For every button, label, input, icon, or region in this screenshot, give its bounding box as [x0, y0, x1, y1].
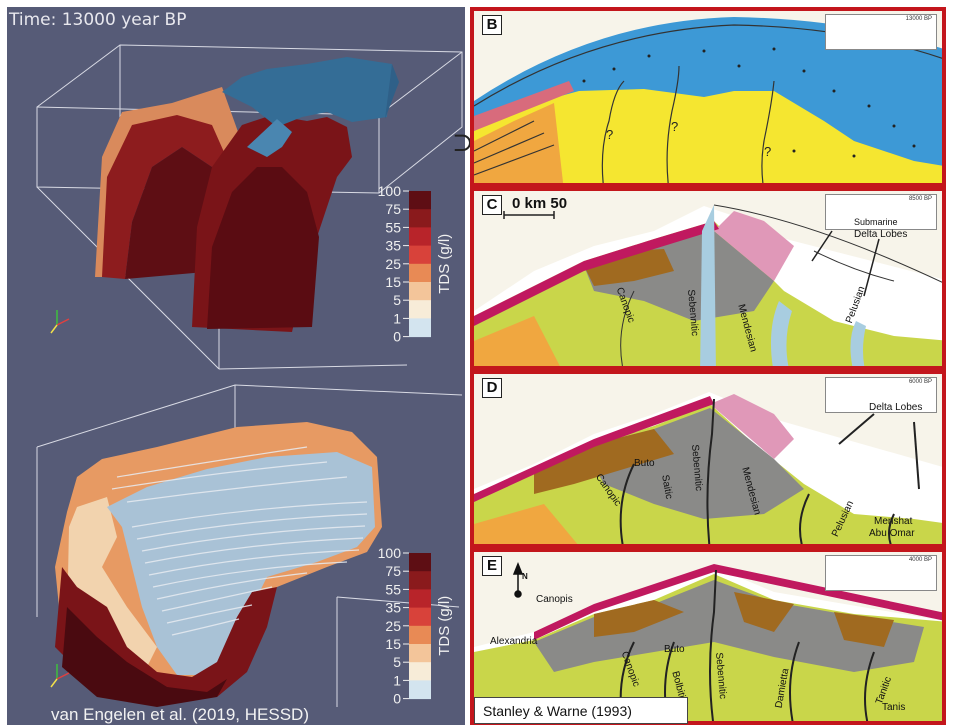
panel-b: ? ? ? B 13000 BP	[470, 7, 946, 187]
colorbar-tick-label: 1	[393, 672, 401, 688]
colorbar-swatch	[409, 644, 431, 663]
colorbar-tick-label: 1	[393, 310, 401, 326]
label-tanis-e: Tanis	[882, 702, 906, 713]
era-label-e: 4000 BP	[908, 557, 932, 563]
cross-section-panel: ? ? ? B 13000 BP	[470, 7, 946, 725]
era-label-d: 6000 BP	[908, 379, 932, 385]
panel-c: C 0 km 50 8500 BP Submarine Delta Lobes …	[470, 187, 946, 370]
colorbar-tick-label: 55	[385, 219, 401, 235]
label-menshat: Menshat	[874, 516, 913, 527]
lower-salinity-body	[55, 422, 382, 707]
colorbar-swatch	[409, 191, 431, 210]
axis-triad-lower	[50, 664, 70, 688]
era-label-b: 13000 BP	[905, 16, 932, 22]
colorbar-swatch	[409, 680, 431, 700]
colorbar-title: TDS (g/l)	[436, 234, 453, 294]
label-alexandria: Alexandria	[490, 636, 538, 647]
colorbar-tick-label: 15	[385, 636, 401, 652]
colorbar-tick-label: 100	[378, 545, 402, 561]
label-abu-omar: Abu Omar	[869, 528, 915, 539]
panel-c-drawing	[474, 204, 942, 366]
time-label: Time: 13000 year BP	[9, 10, 187, 30]
citation-left: van Engelen et al. (2019, HESSD)	[51, 705, 309, 724]
colorbar-swatch	[409, 553, 431, 572]
colorbar-swatch	[409, 589, 431, 609]
colorbar-tick-label: 75	[385, 563, 401, 579]
colorbar-tick-label: 35	[385, 600, 401, 616]
colorbar-tick-label: 100	[378, 183, 402, 199]
colorbar-swatch	[409, 571, 431, 590]
scale-bar-label: 0 km 50	[512, 195, 568, 212]
panel-e: E 4000 BP N Canopis Alexandria Buto Cano…	[470, 548, 946, 725]
svg-text:?: ?	[606, 127, 613, 142]
citation-right: Stanley & Warne (1993)	[474, 697, 688, 724]
colorbar-tick-label: 35	[385, 238, 401, 254]
colorbar-lower: 100 75 55 35 25 15 5 1 0 TDS (g/l)	[378, 545, 453, 707]
label-canopis: Canopis	[536, 594, 573, 605]
axis-triad-upper	[50, 310, 70, 334]
stray-glyph: ⊃	[452, 128, 474, 158]
era-box-e: 4000 BP	[825, 555, 937, 591]
colorbar-swatch	[409, 263, 431, 283]
panel-e-drawing	[474, 561, 942, 721]
era-box-d: 6000 BP	[825, 377, 937, 413]
colorbar-tick-label: 25	[385, 618, 401, 634]
upper-salinity-body	[95, 57, 399, 332]
era-label-c: 8500 BP	[908, 196, 932, 202]
colorbar-title: TDS (g/l)	[436, 596, 453, 656]
era-box-c: 8500 BP	[825, 194, 937, 230]
panel-b-drawing: ? ? ?	[474, 17, 942, 183]
colorbar-upper: 100 75 55 35 25 15 5 1 0 TDS (g/l)	[378, 183, 453, 345]
panel-letter-d: D	[482, 378, 502, 398]
colorbar-tick-label: 0	[393, 329, 401, 345]
colorbar-swatch	[409, 625, 431, 645]
era-box-b: 13000 BP	[825, 14, 937, 50]
colorbar-tick-label: 5	[393, 292, 401, 308]
colorbar-swatch	[409, 318, 431, 338]
colorbar-tick-label: 5	[393, 654, 401, 670]
north-arrow-label: N	[522, 572, 528, 581]
label-delta-lobes-d: Delta Lobes	[869, 402, 923, 413]
panel-letter-e: E	[482, 556, 502, 576]
label-submarine: Submarine	[854, 217, 898, 227]
label-delta-lobes-c: Delta Lobes	[854, 229, 908, 240]
colorbar-tick-label: 15	[385, 274, 401, 290]
colorbar-swatch	[409, 245, 431, 265]
colorbar-swatch	[409, 227, 431, 247]
panel-letter-b: B	[482, 15, 502, 35]
svg-text:?: ?	[671, 119, 678, 134]
panel-d: D 6000 BP Delta Lobes Buto Canopic Seben…	[470, 370, 946, 548]
panel-d-drawing	[474, 392, 942, 544]
colorbar-swatch	[409, 282, 431, 301]
colorbar-tick-label: 55	[385, 581, 401, 597]
colorbar-tick-label: 75	[385, 201, 401, 217]
panel-letter-c: C	[482, 195, 502, 215]
svg-text:?: ?	[764, 144, 771, 159]
colorbar-swatch	[409, 300, 431, 319]
colorbar-tick-label: 0	[393, 691, 401, 707]
label-buto-e: Buto	[664, 644, 685, 655]
colorbar-tick-label: 25	[385, 256, 401, 272]
colorbar-swatch	[409, 662, 431, 681]
colorbar-swatch	[409, 209, 431, 228]
colorbar-swatch	[409, 607, 431, 627]
label-buto-d: Buto	[634, 458, 655, 469]
